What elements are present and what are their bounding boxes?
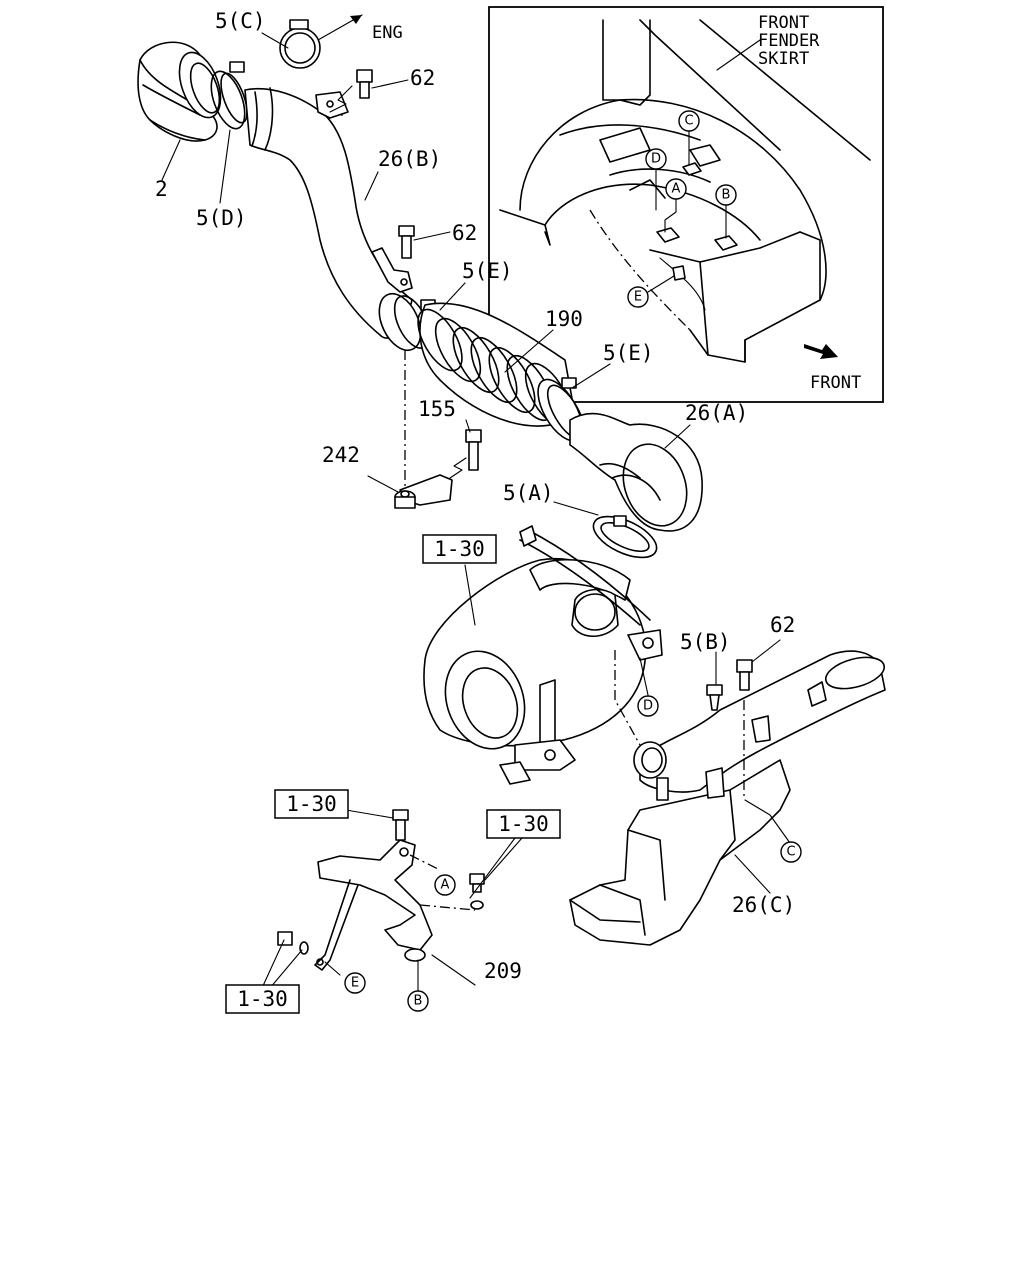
- callout-b: B: [407, 990, 429, 1012]
- bracket-209: [314, 839, 433, 971]
- inset-front-label: FRONT: [810, 373, 861, 393]
- svg-text:C: C: [786, 845, 795, 860]
- label-26c: 26(C): [732, 893, 795, 917]
- label-26a: 26(A): [685, 401, 748, 425]
- leader-5e-lower: [571, 363, 611, 389]
- label-62-right: 62: [770, 613, 795, 637]
- svg-text:1-30: 1-30: [286, 792, 337, 816]
- label-209: 209: [484, 959, 522, 983]
- engine-direction-arrowhead: [350, 15, 362, 24]
- duct-26a: [569, 412, 703, 532]
- label-242: 242: [322, 443, 360, 467]
- leader-callout-d: [639, 657, 649, 696]
- leader-5e-upper: [439, 282, 466, 311]
- ref-box-bolt-lower: 1-30: [225, 984, 300, 1014]
- svg-text:1-30: 1-30: [434, 537, 485, 561]
- fender-label-line3: SKIRT: [758, 49, 809, 69]
- label-5a: 5(A): [503, 481, 554, 505]
- leader-62c: [751, 639, 781, 663]
- leader-ref-air-cleaner: [464, 564, 476, 626]
- ref-box-air-cleaner: 1-30: [422, 534, 497, 564]
- label-2: 2: [155, 177, 168, 201]
- fender-label-line1: FRONT: [758, 13, 809, 33]
- duct-26c: [569, 650, 886, 946]
- label-5b: 5(B): [680, 630, 731, 654]
- svg-text:D: D: [651, 152, 661, 167]
- label-62-upper: 62: [410, 66, 435, 90]
- bolt-1-30-upper: [392, 809, 409, 841]
- svg-text:A: A: [441, 878, 450, 893]
- bolt-1-30-middle: [469, 873, 485, 910]
- inset-callout-a: A: [665, 178, 687, 200]
- leader-5d: [219, 129, 231, 204]
- inset-callout-d: D: [645, 148, 667, 170]
- callout-c: C: [780, 841, 802, 863]
- svg-text:B: B: [414, 994, 423, 1009]
- clamp-5a-leader: [614, 650, 641, 746]
- air-cleaner-assembly: [423, 525, 663, 785]
- leader-26c: [734, 854, 771, 894]
- leader-190: [504, 329, 554, 373]
- svg-text:C: C: [684, 114, 693, 129]
- inset-panel: [488, 6, 884, 403]
- leader-ref-bolt-upper: [345, 809, 394, 819]
- intake-elbow: [137, 41, 222, 142]
- ref-box-bolt-upper: 1-30: [274, 789, 349, 819]
- inset-callout-b: B: [715, 184, 737, 206]
- leader-242: [367, 475, 399, 493]
- clamp-5a: [592, 515, 658, 559]
- leader-ref-bolt-middle: [469, 837, 523, 899]
- svg-text:E: E: [351, 976, 359, 991]
- callout-a-leader: [409, 854, 441, 871]
- label-5c: 5(C): [215, 9, 266, 33]
- bracket-242: [394, 474, 453, 509]
- label-eng-direction: ENG: [372, 23, 403, 43]
- callout-a: A: [434, 874, 456, 896]
- svg-text:1-30: 1-30: [498, 812, 549, 836]
- bolt-155: [449, 429, 482, 479]
- inset-callout-e: E: [627, 286, 649, 308]
- leader-5a: [553, 501, 599, 516]
- leader-26b: [364, 171, 379, 201]
- label-155: 155: [418, 397, 456, 421]
- label-62-middle: 62: [452, 221, 477, 245]
- inset-callout-c: C: [678, 110, 700, 132]
- leader-callout-c: [744, 799, 791, 844]
- clamp-5c: [279, 19, 321, 69]
- clip-5b: [706, 684, 723, 711]
- bolt-62-right: [736, 659, 753, 691]
- callout-d: D: [637, 695, 659, 717]
- svg-text:A: A: [672, 182, 681, 197]
- fender-label-line2: FENDER: [758, 31, 820, 51]
- leader-209: [431, 954, 476, 986]
- leader-2: [161, 139, 181, 181]
- bolt-62-upper: [329, 69, 373, 113]
- ref-box-bolt-middle: 1-30: [486, 809, 561, 839]
- callout-e: E: [344, 972, 366, 994]
- label-5e-lower: 5(E): [603, 341, 654, 365]
- label-5d: 5(D): [196, 206, 247, 230]
- label-190: 190: [545, 307, 583, 331]
- svg-text:E: E: [634, 290, 642, 305]
- leader-155: [465, 419, 471, 433]
- leader-5c: [261, 32, 289, 49]
- label-5e-upper: 5(E): [462, 259, 513, 283]
- leader-62b: [413, 231, 451, 241]
- clamp-5d: [210, 61, 248, 130]
- bolt-1-30-lower: [277, 931, 309, 955]
- bolt-middle-leader: [419, 904, 476, 911]
- svg-text:B: B: [722, 188, 731, 203]
- leader-ref-bolt-lower: [261, 939, 303, 989]
- svg-text:D: D: [643, 699, 653, 714]
- leader-callout-e: [324, 961, 341, 976]
- leader-26a: [664, 424, 691, 449]
- svg-text:1-30: 1-30: [237, 987, 288, 1011]
- label-26b: 26(B): [378, 147, 441, 171]
- bolt-62-middle: [398, 225, 415, 259]
- leader-62a: [371, 79, 409, 89]
